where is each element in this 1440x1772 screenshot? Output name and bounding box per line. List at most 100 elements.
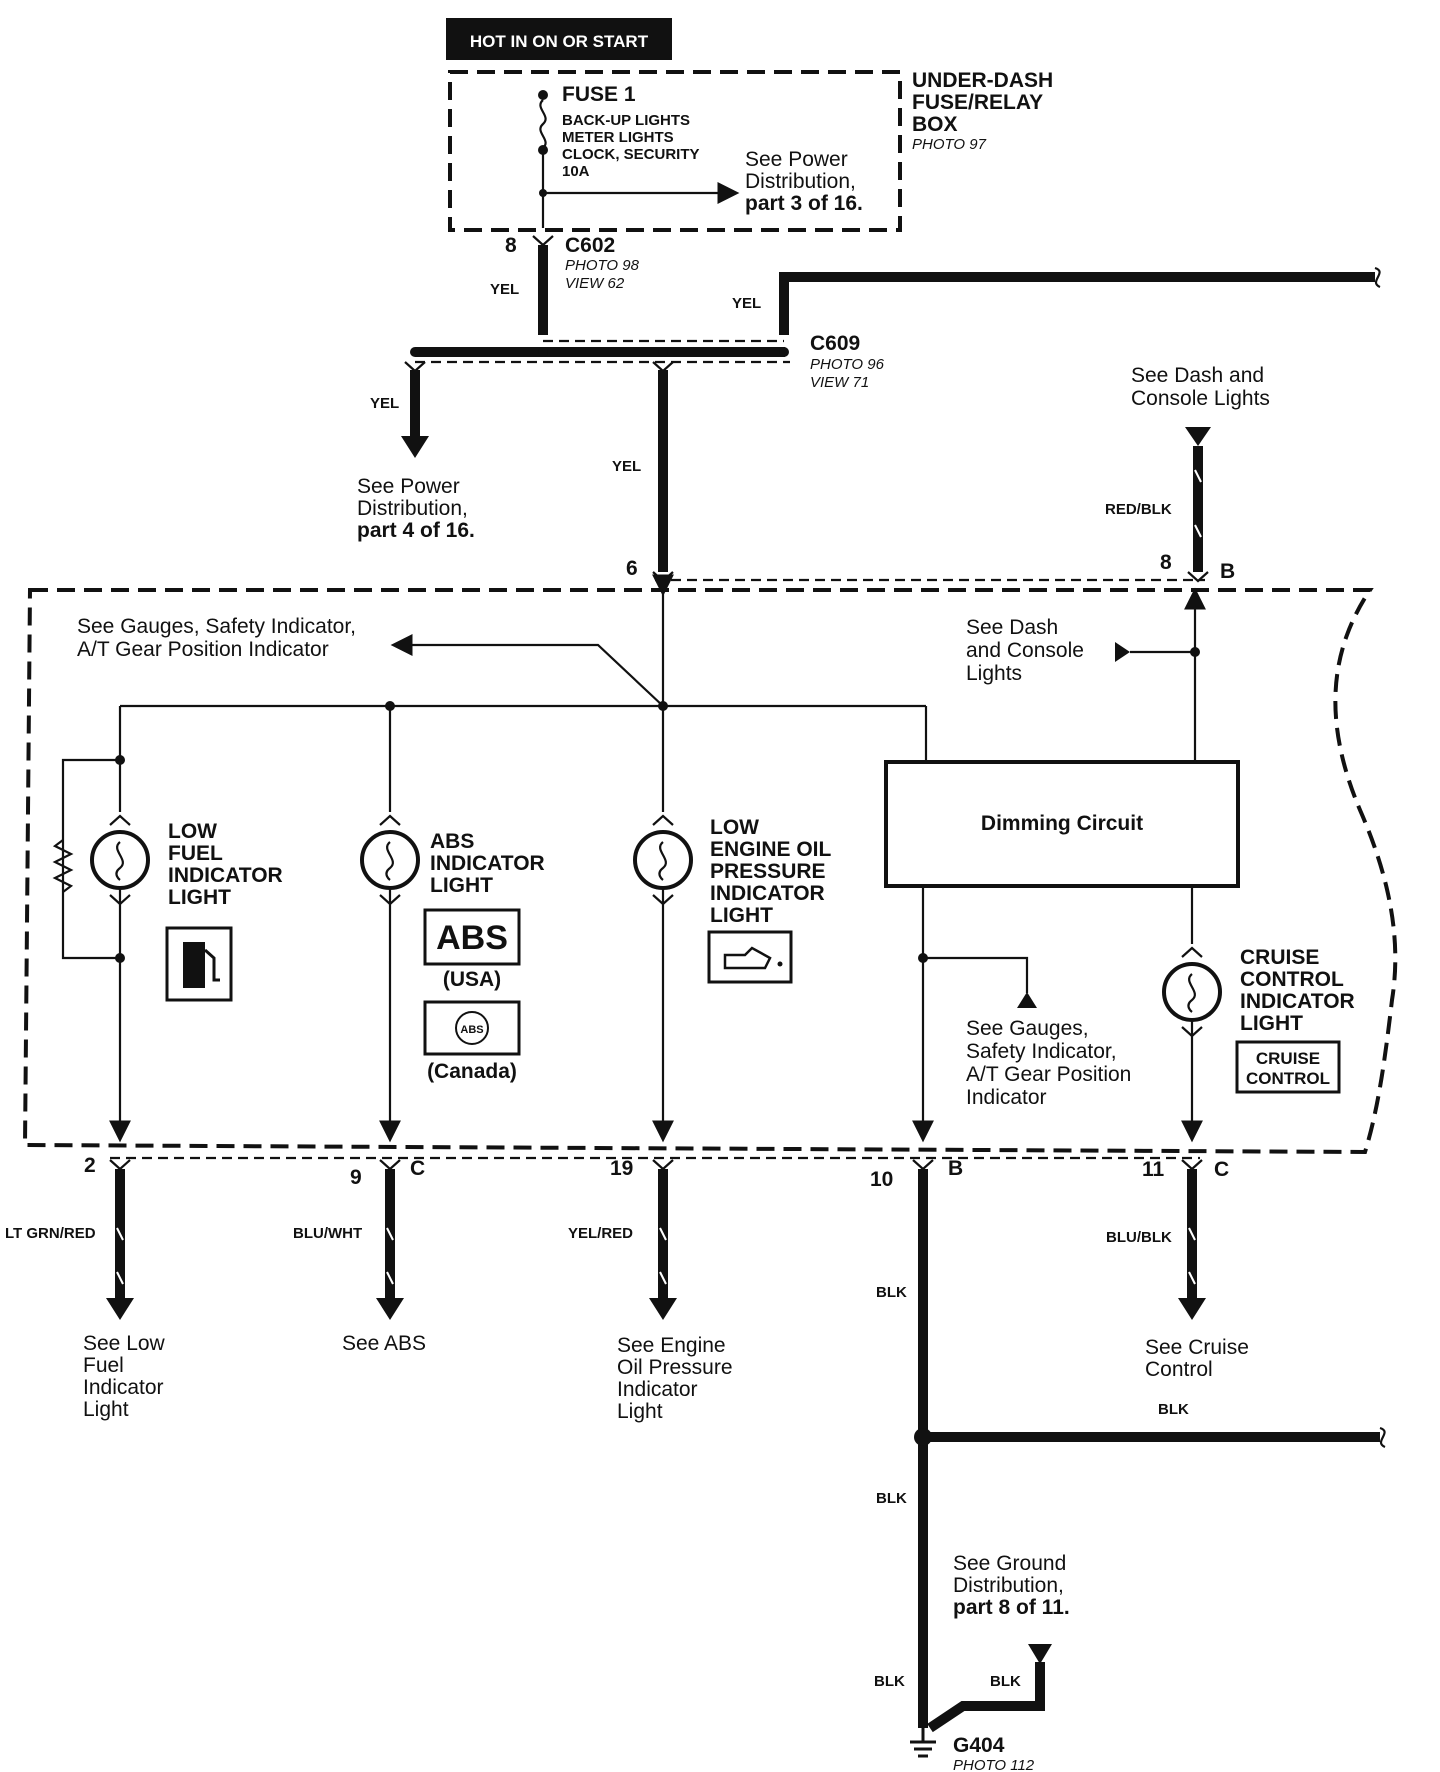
arrow-see-low-fuel — [106, 1298, 134, 1320]
see-dash-inner-line2: and Console — [966, 639, 1084, 662]
see-dash-top-line2: Console Lights — [1131, 387, 1270, 410]
see-gauges-top-line1: See Gauges, Safety Indicator, — [77, 615, 356, 638]
pin-10: 10 — [870, 1168, 893, 1191]
low-fuel-label-1: LOW — [168, 820, 217, 843]
see-engine-oil-line3: Indicator — [617, 1378, 698, 1401]
low-oil-label-3: PRESSURE — [710, 860, 826, 883]
pin-2: 2 — [84, 1154, 96, 1177]
wire-label-blk-10: BLK — [876, 1284, 907, 1301]
wire-label-blk-g-right: BLK — [990, 1673, 1021, 1690]
low-oil-label-2: ENGINE OIL — [710, 838, 832, 861]
arrow-see-cruise — [1178, 1298, 1206, 1320]
low-oil-label-4: INDICATOR — [710, 882, 825, 905]
arrow-dash-top — [1185, 427, 1211, 446]
see-ground-line2: Distribution, — [953, 1574, 1064, 1597]
fusebox-photo: PHOTO 97 — [912, 136, 987, 153]
connector-c-right: C — [1214, 1158, 1229, 1181]
hot-label: HOT IN ON OR START — [470, 32, 649, 51]
pin-11: 11 — [1142, 1158, 1165, 1181]
see-power-3-line1: See Power — [745, 148, 848, 171]
abs-usa-badge — [423, 908, 521, 966]
wire-stripe-marks — [116, 1227, 1196, 1285]
wire-label-yel-c602: YEL — [490, 281, 519, 298]
cruise-label-1: CRUISE — [1240, 946, 1319, 969]
fusebox-label-2: FUSE/RELAY — [912, 91, 1043, 114]
fuse-1-symbol — [538, 90, 740, 228]
connector-b-bottom: B — [948, 1157, 963, 1180]
see-dash-inner-line3: Lights — [966, 662, 1022, 685]
abs-usa-label: (USA) — [443, 968, 501, 991]
cruise-label-4: LIGHT — [1240, 1012, 1303, 1035]
low-oil-label-1: LOW — [710, 816, 759, 839]
wire-label-yel-right: YEL — [732, 295, 761, 312]
see-low-fuel-line1: See Low — [83, 1332, 166, 1355]
cruise-badge-line2: CONTROL — [1246, 1069, 1330, 1088]
see-dash-top-line1: See Dash and — [1131, 364, 1264, 387]
fusebox-label-1: UNDER-DASH — [912, 69, 1053, 92]
see-low-fuel-line4: Light — [83, 1398, 129, 1421]
see-gauges-bottom-line4: Indicator — [966, 1086, 1047, 1109]
arrow-see-gauges-bottom — [1017, 992, 1037, 1008]
fuel-pump-icon — [165, 926, 233, 1002]
see-abs-line1: See ABS — [342, 1332, 426, 1355]
wire-blk-ground-right — [927, 1662, 1045, 1733]
fuse-desc-4: 10A — [562, 163, 590, 180]
c609-photo: PHOTO 96 — [810, 356, 885, 373]
see-ground-line3: part 8 of 11. — [953, 1596, 1070, 1619]
see-low-fuel-line3: Indicator — [83, 1376, 164, 1399]
low-fuel-label-2: FUEL — [168, 842, 223, 865]
c602-name: C602 — [565, 234, 615, 257]
resistor-icon — [52, 839, 74, 893]
ground-photo: PHOTO 112 — [953, 1757, 1035, 1772]
low-fuel-label-4: LIGHT — [168, 886, 231, 909]
abs-canada-label: (Canada) — [427, 1060, 517, 1083]
see-power-4-line2: Distribution, — [357, 497, 468, 520]
c602-view: VIEW 62 — [565, 275, 625, 292]
abs-canada-badge — [423, 1000, 521, 1056]
wire-label-blu-wht: BLU/WHT — [293, 1225, 362, 1242]
see-gauges-bottom-line3: A/T Gear Position — [966, 1063, 1131, 1086]
arrow-see-power-4 — [401, 436, 429, 458]
abs-label-1: ABS — [430, 830, 474, 853]
see-dash-inner-line1: See Dash — [966, 616, 1058, 639]
abs-label-3: LIGHT — [430, 874, 493, 897]
wire-label-yel-red: YEL/RED — [568, 1225, 633, 1242]
wire-label-blk-splice: BLK — [1158, 1401, 1189, 1418]
see-engine-oil-line1: See Engine — [617, 1334, 726, 1357]
wire-yel-right — [779, 272, 1375, 335]
cruise-label-3: INDICATOR — [1240, 990, 1355, 1013]
oil-can-icon — [707, 930, 793, 984]
wire-label-blk-g-left: BLK — [874, 1673, 905, 1690]
cruise-badge-line1: CRUISE — [1256, 1049, 1320, 1068]
wire-break-mark-top — [1374, 266, 1381, 289]
c602-connector-mark — [532, 235, 554, 247]
pin-8-top: 8 — [1160, 551, 1172, 574]
abs-canada-symbol: ABS — [460, 1024, 483, 1036]
see-power-3-line3: part 3 of 16. — [745, 192, 863, 215]
see-power-4-line1: See Power — [357, 475, 460, 498]
see-gauges-top-line2: A/T Gear Position Indicator — [77, 638, 329, 661]
arrow-see-dash-inner — [1115, 642, 1130, 662]
pin-9: 9 — [350, 1166, 362, 1189]
pin-6: 6 — [626, 557, 638, 580]
dimming-circuit-box — [884, 760, 1240, 888]
arrow-see-gauges-top — [390, 634, 664, 707]
wire-label-lt-grn-red: LT GRN/RED — [5, 1225, 96, 1242]
pin-19: 19 — [610, 1157, 633, 1180]
c609-name: C609 — [810, 332, 860, 355]
low-fuel-label-3: INDICATOR — [168, 864, 283, 887]
wire-label-yel-left: YEL — [370, 395, 399, 412]
see-power-4-line3: part 4 of 16. — [357, 519, 475, 542]
see-ground-line1: See Ground — [953, 1552, 1066, 1575]
fuse-name: FUSE 1 — [562, 83, 636, 106]
c609-mid-connector-mark — [652, 361, 674, 373]
fuse-desc-1: BACK-UP LIGHTS — [562, 112, 690, 129]
abs-usa-symbol: ABS — [436, 919, 508, 957]
c602-photo: PHOTO 98 — [565, 257, 640, 274]
ground-symbol-icon — [910, 1728, 936, 1758]
see-gauges-bottom-line1: See Gauges, — [966, 1017, 1089, 1040]
ground-name: G404 — [953, 1734, 1005, 1757]
cruise-label-2: CONTROL — [1240, 968, 1344, 991]
under-dash-fuse-box-outline — [448, 70, 902, 232]
abs-label-2: INDICATOR — [430, 852, 545, 875]
